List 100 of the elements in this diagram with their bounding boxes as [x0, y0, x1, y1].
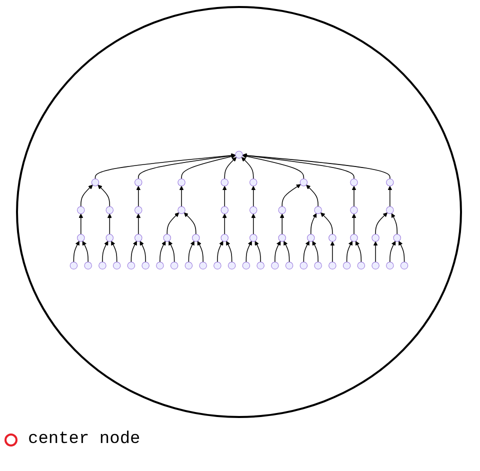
arrow	[391, 212, 398, 234]
arrow	[94, 153, 236, 180]
arrow	[160, 240, 166, 262]
arrow	[254, 240, 261, 262]
node-circle	[250, 206, 258, 214]
node-circle	[98, 262, 106, 270]
node-circle	[400, 262, 408, 270]
arrow	[166, 212, 180, 234]
node-circle	[386, 206, 394, 214]
node-circle	[91, 178, 100, 186]
arrow	[136, 213, 141, 234]
node-circle	[307, 234, 315, 242]
node-circle	[250, 234, 258, 242]
arrow	[73, 240, 80, 262]
node-circle	[372, 262, 380, 270]
node-circle	[386, 262, 394, 270]
arrow	[306, 184, 318, 207]
node-circle	[178, 206, 186, 214]
node-circle	[300, 262, 308, 270]
arrow	[282, 184, 301, 207]
node-circle	[199, 262, 207, 270]
arrow	[320, 212, 333, 234]
arrow	[241, 156, 254, 180]
node-circle	[271, 262, 279, 270]
arrow	[217, 240, 224, 262]
legend-text: center node	[28, 430, 140, 449]
node-circle	[220, 206, 228, 214]
node-circle	[278, 234, 286, 242]
node-circle	[300, 178, 308, 186]
arrow	[168, 240, 175, 262]
node-circle	[106, 234, 114, 242]
node-circle	[285, 262, 294, 270]
node-circle	[328, 234, 336, 242]
node-circle	[256, 262, 264, 270]
arrow	[107, 213, 112, 234]
arrow	[197, 240, 204, 262]
arrow	[310, 212, 317, 234]
arrow	[355, 240, 362, 262]
node-circle	[142, 262, 150, 270]
node-circle	[134, 206, 142, 214]
node-circle	[342, 262, 351, 270]
node-circle	[250, 178, 258, 186]
arrow	[330, 241, 335, 262]
node-circle	[163, 234, 171, 242]
node-circle	[220, 178, 228, 186]
arrow	[181, 154, 236, 180]
arrow	[398, 240, 405, 262]
arrow	[346, 240, 353, 262]
node-circle	[214, 262, 222, 270]
node-circle	[314, 206, 322, 214]
arrow	[242, 153, 354, 180]
arrow	[224, 156, 237, 180]
node-circle	[235, 150, 243, 158]
arrow	[373, 241, 378, 262]
arrow	[184, 212, 196, 234]
arrow	[102, 240, 108, 262]
node-circle	[328, 262, 336, 270]
node-circle	[134, 178, 142, 186]
arrow	[242, 153, 390, 180]
node-circle	[134, 234, 142, 242]
arrow	[251, 213, 256, 234]
node-circle	[357, 262, 366, 270]
arrow	[82, 240, 88, 262]
arrow	[136, 186, 141, 207]
node-circle	[77, 234, 85, 242]
arrow	[222, 186, 227, 207]
node-circle	[228, 262, 236, 270]
arrow	[140, 240, 146, 262]
arrow	[242, 154, 304, 180]
arrow	[375, 212, 388, 234]
arrow	[280, 213, 284, 234]
node-circle	[178, 178, 186, 186]
arrow	[179, 186, 184, 207]
node-circle	[350, 234, 358, 242]
node-circle	[84, 262, 92, 270]
node-circle	[350, 178, 358, 186]
node-circle	[70, 262, 78, 270]
arrow	[98, 184, 110, 207]
arrow	[188, 240, 194, 262]
node-circle	[77, 206, 85, 214]
node-circle	[278, 206, 286, 214]
node-circle	[386, 178, 394, 186]
arrow	[284, 240, 290, 262]
node-circle	[314, 262, 322, 270]
node-circle	[184, 262, 193, 270]
arrow	[251, 186, 256, 207]
arrow	[111, 240, 118, 262]
node-circle	[372, 234, 380, 242]
arrow	[138, 153, 236, 180]
arrow	[246, 240, 252, 262]
node-circle	[112, 262, 121, 270]
node-circle	[127, 262, 136, 270]
arrow	[303, 240, 310, 262]
arrow	[80, 184, 93, 207]
arrow	[222, 213, 227, 234]
arrow	[352, 186, 356, 207]
arrow	[312, 240, 318, 262]
node-circle	[156, 262, 164, 270]
node-circle	[170, 262, 178, 270]
node-circle	[106, 206, 114, 214]
